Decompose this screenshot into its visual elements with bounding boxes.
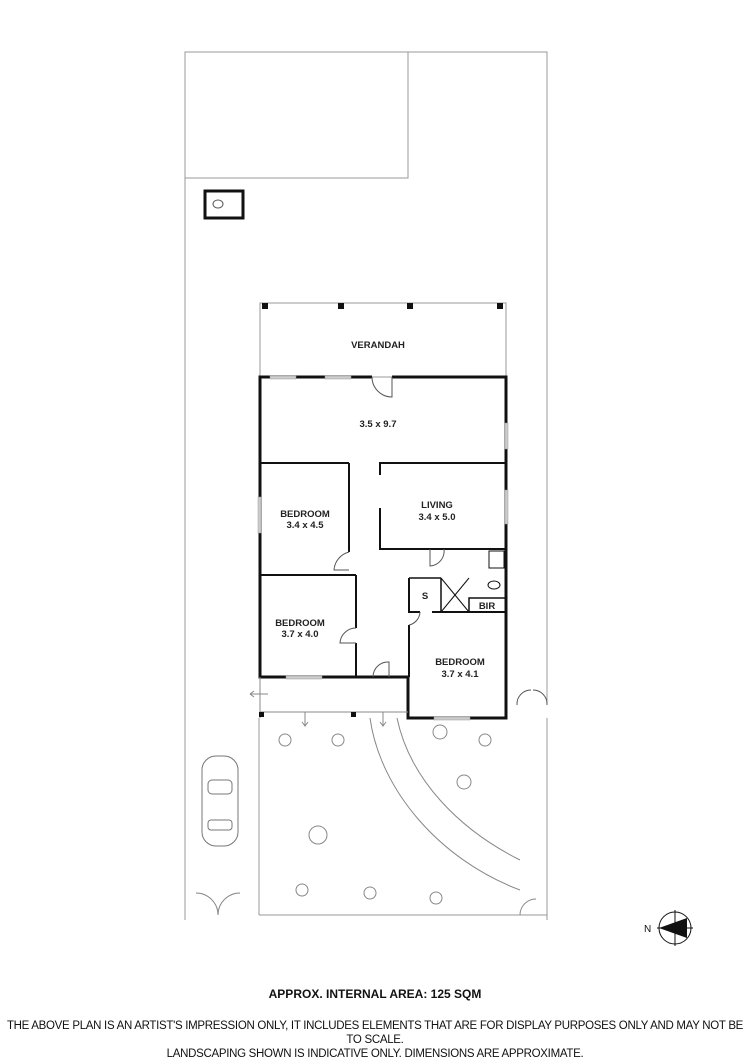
- bir-label: BIR: [479, 601, 496, 612]
- bedroom3-name: BEDROOM: [435, 657, 485, 668]
- windows: [257, 375, 509, 721]
- disclaimer-line-2: LANDSCAPING SHOWN IS INDICATIVE ONLY. DI…: [166, 1048, 584, 1060]
- compass-north-label: N: [644, 924, 651, 935]
- site-boundary: [184, 51, 548, 920]
- verandah: VERANDAH: [259, 302, 507, 378]
- bedroom1-name: BEDROOM: [280, 509, 330, 520]
- bedroom2-dims: 3.7 x 4.0: [282, 629, 319, 640]
- car-icon: [201, 755, 239, 847]
- compass-icon: N: [644, 910, 693, 946]
- bedroom2-name: BEDROOM: [275, 618, 325, 629]
- disclaimer-line-1: THE ABOVE PLAN IS AN ARTIST'S IMPRESSION…: [6, 1020, 744, 1046]
- outdoor-toilet: [203, 189, 245, 220]
- bedroom3-dims: 3.7 x 4.1: [442, 669, 480, 680]
- verandah-label: VERANDAH: [351, 340, 405, 351]
- disclaimer: THE ABOVE PLAN IS AN ARTIST'S IMPRESSION…: [0, 1019, 750, 1061]
- landscaping: [195, 677, 537, 916]
- main-room-dims: 3.5 x 9.7: [360, 419, 397, 430]
- living-dims: 3.4 x 5.0: [419, 512, 456, 523]
- internal-area: APPROX. INTERNAL AREA: 125 SQM: [268, 987, 482, 1001]
- living-name: LIVING: [421, 500, 453, 511]
- bedroom1-dims: 3.4 x 4.5: [287, 520, 325, 531]
- store-label: S: [422, 591, 428, 602]
- doors: [333, 376, 548, 706]
